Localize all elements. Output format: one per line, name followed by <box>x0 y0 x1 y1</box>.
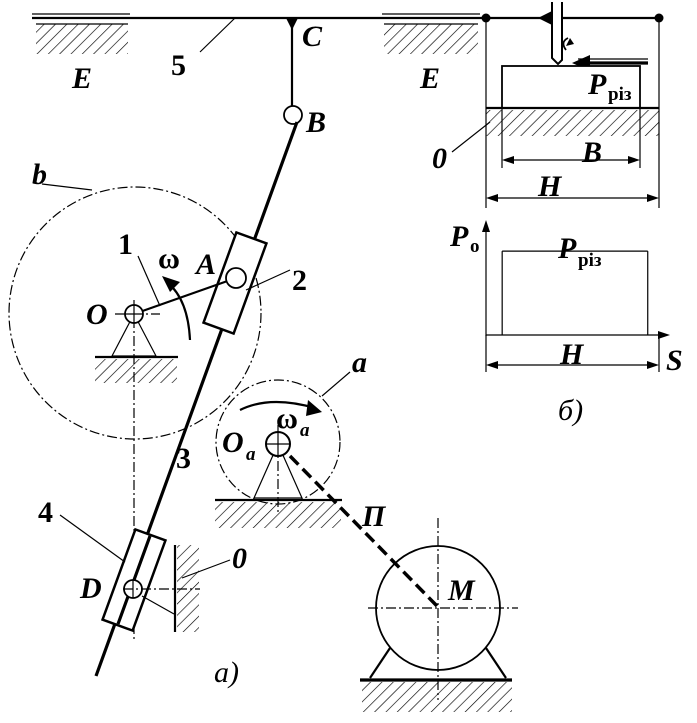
label-circle-a: a <box>352 346 367 379</box>
link-1-crank <box>133 276 237 316</box>
pivot-d-support <box>123 545 200 632</box>
label-dimension-b: B <box>581 136 602 169</box>
svg-text:a: a <box>246 444 256 465</box>
ground-0-leader-b <box>451 121 491 153</box>
pivot-o-support <box>95 304 178 383</box>
force-graph: P о P різ S H б) <box>449 220 683 427</box>
joint-b-icon <box>283 105 303 125</box>
label-dimension-h: H <box>537 170 563 203</box>
omega-a-arrowhead-icon <box>306 400 322 416</box>
caption-part-a: а) <box>214 656 239 689</box>
label-a-joint: A <box>194 248 216 281</box>
label-belt-p: П <box>361 500 387 533</box>
label-plateau: P різ <box>557 232 602 271</box>
guide-e-right <box>382 13 480 54</box>
ram-arrow-icon <box>538 11 552 25</box>
svg-text:о: о <box>470 236 480 257</box>
svg-text:O: O <box>222 426 244 459</box>
force-series <box>501 250 649 335</box>
motor-m <box>360 518 518 712</box>
tool-view-part-b: P різ 0 B H <box>432 2 664 208</box>
link-5-leader <box>199 17 236 53</box>
omega-arrowhead-icon <box>162 276 180 292</box>
label-o: O <box>86 298 108 331</box>
ground-0-leader <box>181 559 231 579</box>
link-2-leader <box>245 269 291 291</box>
circle-b-path <box>8 186 262 440</box>
circle-a-leader <box>321 371 351 397</box>
table-hatch <box>486 110 659 136</box>
omega-rotation-arrow <box>167 282 192 341</box>
y-axis-arrow-icon <box>482 220 490 232</box>
link-4-leader <box>59 514 126 563</box>
label-p-cut: P різ <box>587 68 632 105</box>
svg-text:ω: ω <box>276 402 298 435</box>
circle-b-leader <box>41 183 93 191</box>
cutting-tool-icon <box>551 2 574 66</box>
svg-text:P: P <box>449 220 469 253</box>
label-ground-0: 0 <box>232 542 247 575</box>
svg-text:a: a <box>300 420 310 441</box>
label-link-1: 1 <box>118 228 133 261</box>
label-stroke-h: H <box>559 338 585 371</box>
label-link-2: 2 <box>292 264 307 297</box>
label-d: D <box>79 572 102 605</box>
label-omega-a: ω a <box>276 402 310 441</box>
svg-text:P: P <box>587 68 607 101</box>
omega-a-rotation-arrow <box>239 400 316 411</box>
pivot-oa-support <box>215 431 342 528</box>
label-link-3: 3 <box>176 442 191 475</box>
label-m: M <box>447 574 476 607</box>
svg-text:різ: різ <box>578 250 602 271</box>
label-e-left: E <box>71 62 92 95</box>
label-x-axis: S <box>666 344 683 377</box>
guide-e-left <box>32 13 130 54</box>
label-link-4: 4 <box>38 496 53 529</box>
label-link-5: 5 <box>171 49 186 82</box>
label-oa: O a <box>222 426 256 465</box>
label-c: C <box>302 20 323 53</box>
caption-part-b: б) <box>558 394 583 427</box>
label-y-axis: P о <box>449 220 480 257</box>
label-e-right: E <box>419 62 440 95</box>
x-axis-arrow-icon <box>658 331 670 339</box>
mechanism-part-a: C 5 E E B b 1 ω A 2 O a ω a O a 3 4 П 0 … <box>8 13 660 712</box>
joint-a-icon <box>225 267 247 289</box>
link-1-leader <box>137 255 161 307</box>
svg-text:P: P <box>557 232 577 265</box>
label-omega: ω <box>158 242 180 275</box>
label-ground-0-b: 0 <box>432 142 447 175</box>
svg-text:різ: різ <box>608 84 632 105</box>
label-b-joint: B <box>305 106 326 139</box>
label-circle-b: b <box>32 158 47 191</box>
